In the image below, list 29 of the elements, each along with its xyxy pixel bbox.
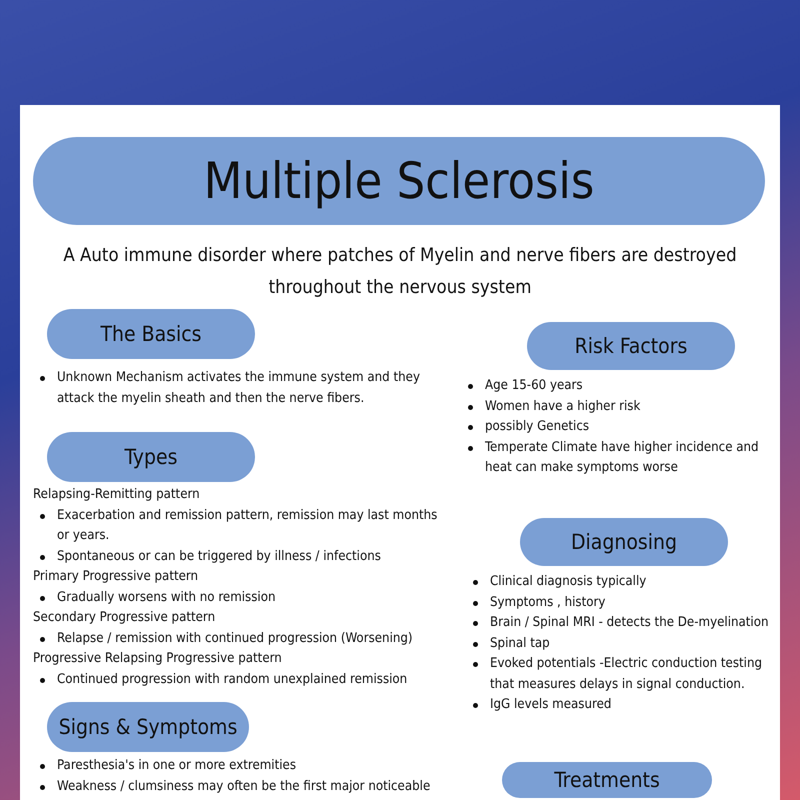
bullet-text: possibly Genetics: [485, 419, 590, 434]
type-name: Progressive Relapsing Progressive pattern: [33, 650, 283, 668]
bullet-text: Symptoms , history: [490, 594, 606, 610]
title: Multiple Sclerosis: [33, 137, 765, 225]
bullet-text: Unknown Mechanism activates the immune system and they attack the myelin sheath and then the nerve fibers.: [57, 370, 420, 406]
bullet-text: Continued progression with random unexplained remission: [57, 672, 408, 686]
bullet-text: IgG levels measured: [490, 697, 612, 712]
type-name: Primary Progressive pattern: [33, 568, 200, 586]
bullet-text: Weakness / clumsiness may often be the first major noticeable: [57, 778, 430, 794]
bullet-text: Paresthesia's in one or more extremities: [57, 758, 296, 773]
bullet-text: Relapse / remission with continued progression (Worsening): [57, 630, 413, 646]
section-heading: Risk Factors: [527, 322, 735, 370]
bullet-text: Gradually worsens with no remission: [57, 590, 276, 604]
bullet-text: Evoked potentials -Electric conduction testing that measures delays in signal conduction.: [490, 656, 762, 692]
bullet-text: Spontaneous or can be triggered by illness / infections: [57, 548, 381, 564]
section-heading: The Basics: [47, 309, 255, 359]
bullet-text: Spinal tap: [490, 636, 550, 650]
section-heading: Types: [47, 432, 255, 482]
type-name: Relapsing-Remitting pattern: [33, 486, 201, 504]
section-heading: Diagnosing: [520, 518, 728, 566]
bullet-text: Age 15-60 years: [485, 378, 583, 393]
bullet-text: Temperate Climate have higher incidence and heat can make symptoms worse: [485, 440, 759, 475]
bullet-text: Brain / Spinal MRI - detects the De-myelination: [490, 615, 769, 630]
bullet-text: Women have a higher risk: [485, 398, 640, 414]
section-heading: Signs & Symptoms: [47, 702, 249, 752]
subtitle: A Auto immune disorder where patches of Myelin and nerve fibers are destroyed throughout the nervous system: [62, 244, 738, 300]
type-name: Secondary Progressive pattern: [33, 609, 216, 627]
bullet-text: Exacerbation and remission pattern, remission may last months or years.: [57, 508, 438, 543]
section-heading: Treatments: [502, 762, 712, 798]
